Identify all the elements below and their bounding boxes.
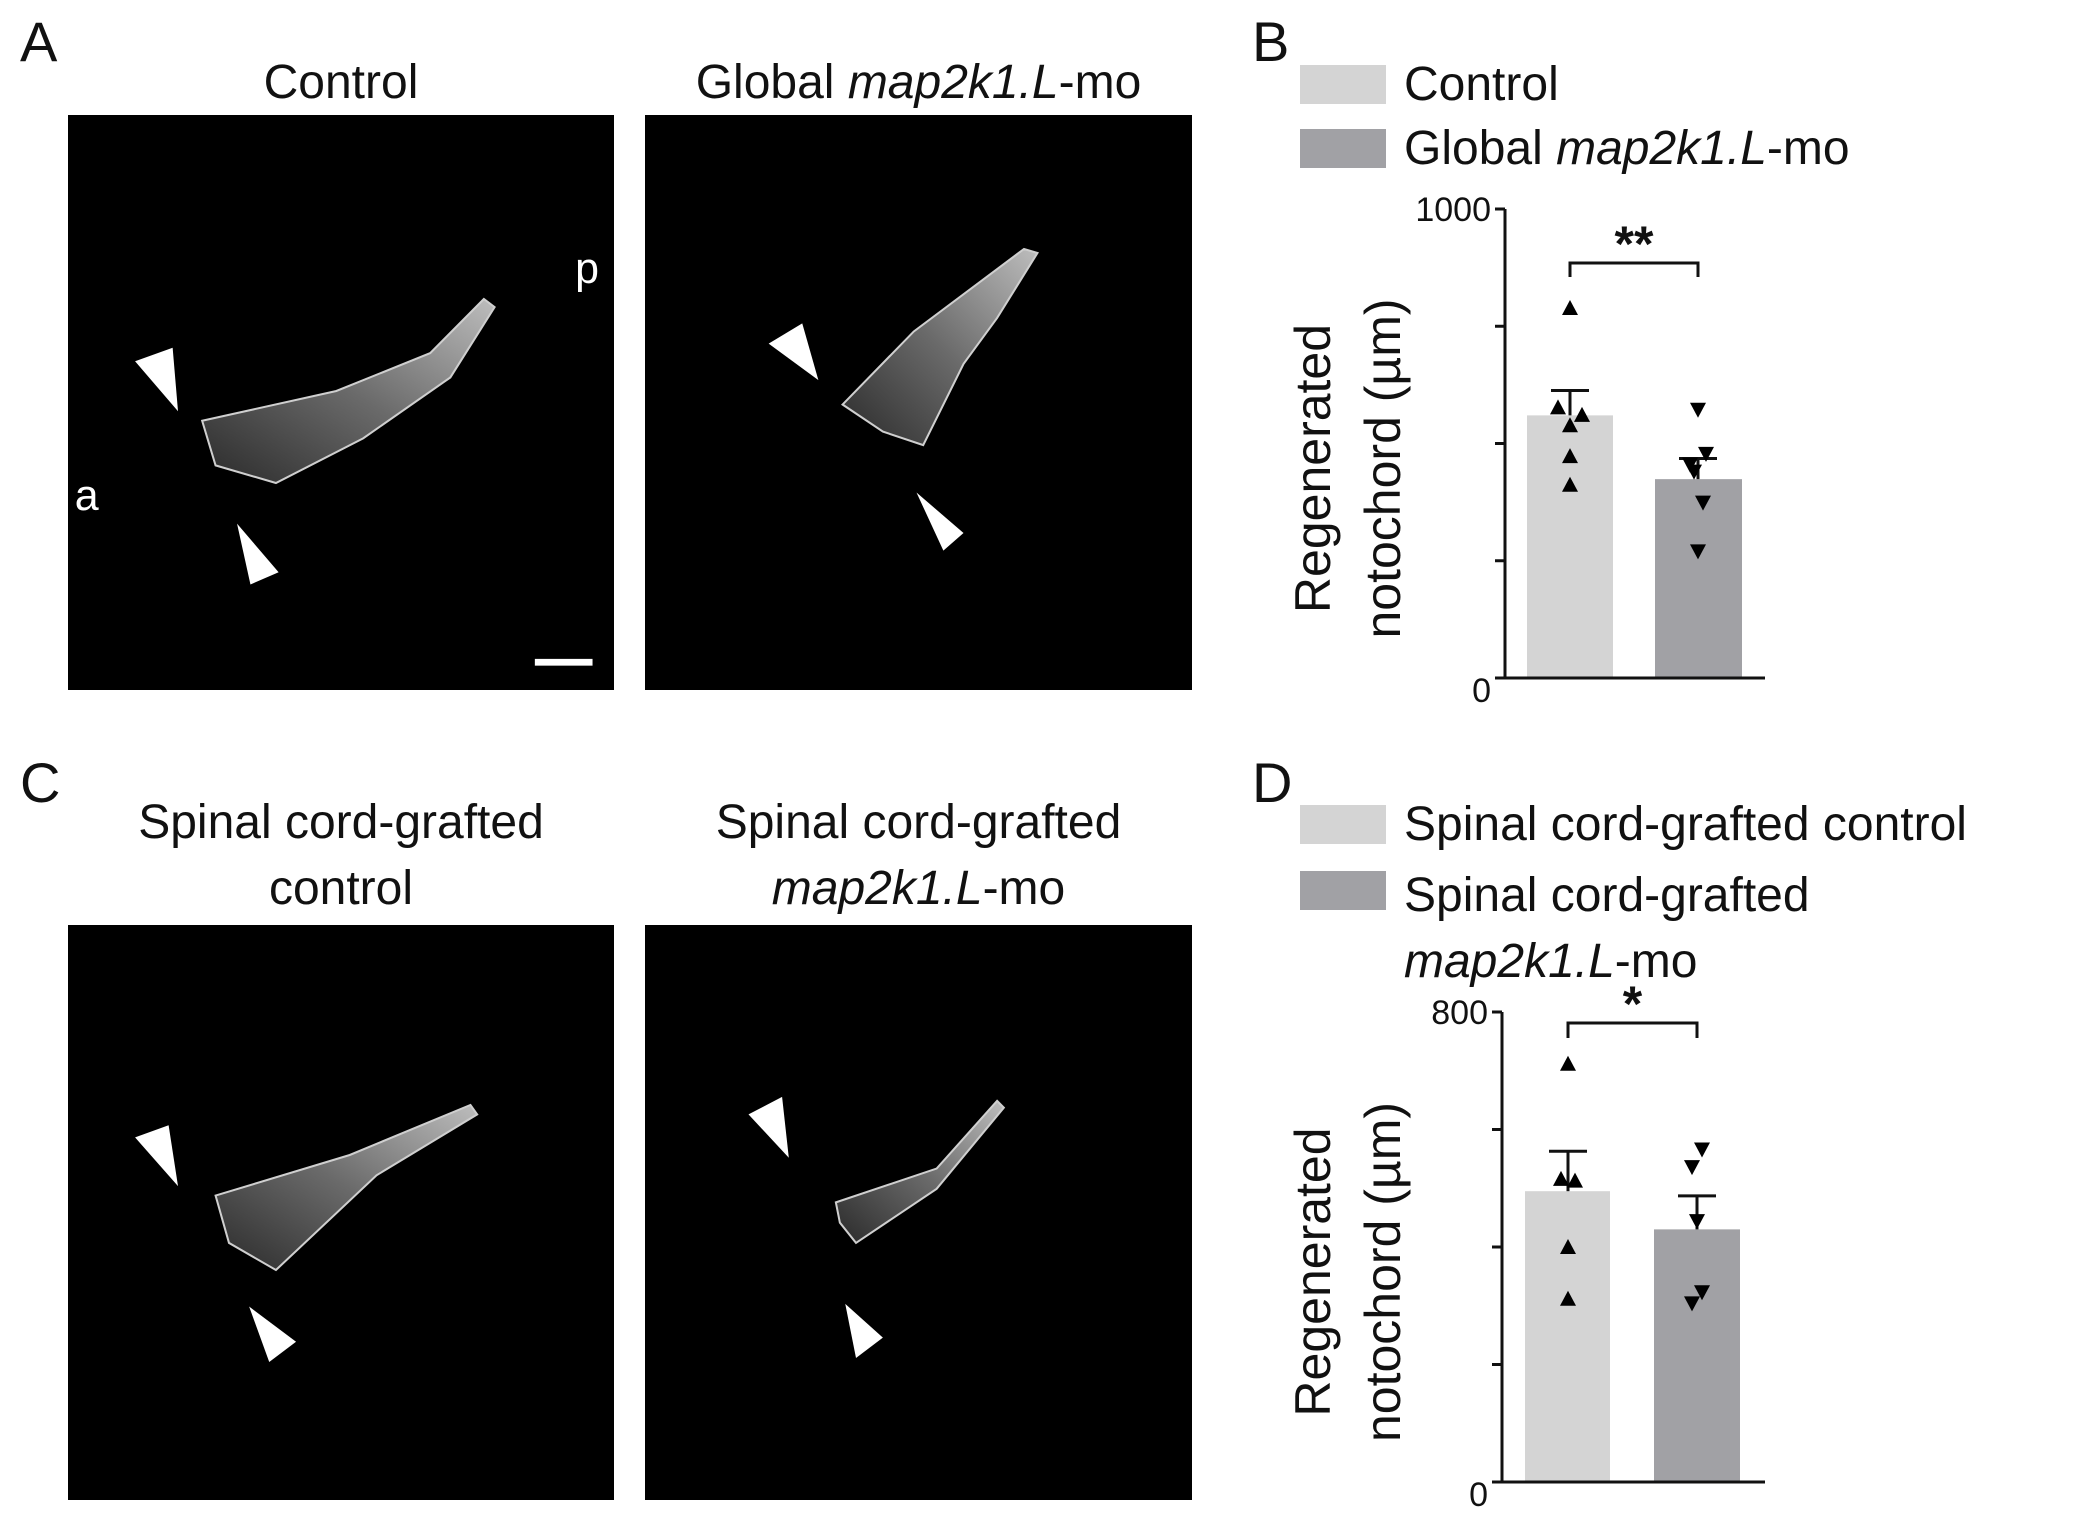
title-line1: Spinal cord-grafted [138, 796, 544, 849]
y-tick-label-min: 0 [1469, 1476, 1488, 1514]
legend-label-grafted-morpholino: Spinal cord-grafted map2k1.L-mo [1404, 863, 1810, 995]
data-point [1567, 1172, 1583, 1188]
data-point [1562, 476, 1578, 492]
data-point [1690, 402, 1706, 418]
legend-suffix: -mo [1766, 122, 1850, 175]
legend-line1: Spinal cord-grafted [1404, 869, 1810, 922]
notochord-signal [840, 247, 1039, 447]
y-axis-label-line1: Regenerated [1285, 1127, 1341, 1416]
data-point [1684, 1160, 1700, 1176]
data-point [1562, 417, 1578, 433]
data-point [1574, 406, 1590, 422]
arrowhead-icon [916, 492, 964, 551]
data-point [1698, 446, 1714, 462]
legend-gene: map2k1.L [1556, 122, 1767, 175]
data-point [1562, 448, 1578, 464]
title-line2: control [268, 862, 414, 915]
y-tick-label-max: 800 [1431, 994, 1488, 1032]
data-point [1690, 544, 1706, 560]
data-point [1694, 1142, 1710, 1158]
title-gene: map2k1.L [847, 56, 1059, 109]
legend-label-control: Control [1404, 58, 1559, 111]
legend-label-morpholino: Global map2k1.L-mo [1404, 121, 1850, 177]
panel-letter-d: D [1252, 751, 1293, 814]
notochord-signal [200, 297, 496, 485]
data-point [1686, 464, 1702, 480]
y-axis-label-line2: notochord (µm) [1355, 298, 1411, 638]
legend-swatch-grafted-morpholino [1300, 871, 1386, 910]
y-tick-label-min: 0 [1472, 672, 1491, 710]
title-line2: map2k1.L-mo [645, 856, 1192, 922]
micrograph-grafted-morpholino [645, 925, 1192, 1500]
legend-line2: map2k1.L-mo [1404, 929, 1810, 995]
notochord-signal [214, 1103, 479, 1272]
legend-swatch-grafted-control [1300, 805, 1386, 844]
panel-c-right-title: Spinal cord-grafted map2k1.L-mo [645, 790, 1192, 922]
bar-morpholino [1655, 479, 1742, 678]
arrowhead-icon [768, 323, 819, 381]
title-prefix: Global [695, 56, 848, 109]
title-gene: map2k1.L [771, 862, 983, 915]
legend-label-grafted-control: Spinal cord-grafted control [1404, 798, 1967, 851]
data-point [1694, 1285, 1710, 1301]
arrowhead-icon [249, 1306, 297, 1362]
micrograph-grafted-control [68, 925, 614, 1500]
panel-a-left-title: Control [263, 56, 419, 109]
micrograph-global-morpholino [645, 115, 1192, 690]
title-suffix: -mo [1058, 56, 1142, 109]
y-axis-label-line1: Regenerated [1285, 324, 1341, 613]
arrowhead-icon [135, 1125, 179, 1187]
panel-a-right-title: Global map2k1.L-mo [645, 50, 1192, 116]
arrowhead-icon [748, 1096, 789, 1158]
data-point [1695, 495, 1711, 511]
panel-letter-a: A [20, 10, 58, 73]
title-suffix: -mo [982, 862, 1066, 915]
arrowhead-icon [845, 1303, 883, 1358]
panel-letter-b: B [1252, 10, 1290, 73]
arrowhead-icon [135, 347, 179, 412]
data-point [1560, 1239, 1576, 1254]
significance-bracket [1566, 1021, 1699, 1038]
legend-prefix: Global [1404, 122, 1557, 175]
bar-morpholino [1654, 1229, 1740, 1482]
notochord-signal [834, 1099, 1006, 1245]
data-point [1689, 1214, 1705, 1230]
title-line1: Spinal cord-grafted [715, 796, 1122, 849]
y-tick-label-max: 1000 [1415, 191, 1491, 229]
data-point [1553, 1170, 1569, 1186]
significance-stars: ** [1615, 216, 1654, 272]
legend-gene: map2k1.L [1404, 935, 1615, 988]
legend-swatch-control [1300, 65, 1386, 104]
panel-letter-c: C [20, 751, 61, 814]
data-point [1560, 1055, 1576, 1071]
anterior-label: a [75, 472, 99, 520]
panel-c-left-title: Spinal cord-grafted control [68, 790, 614, 922]
arrowhead-icon [237, 523, 279, 585]
posterior-label: p [575, 245, 599, 293]
data-point [1684, 1296, 1700, 1312]
legend-suffix: -mo [1614, 935, 1698, 988]
legend-swatch-morpholino [1300, 129, 1386, 168]
significance-bracket [1568, 261, 1700, 277]
scale-bar [534, 658, 593, 666]
bar-control [1525, 1191, 1610, 1482]
data-point [1550, 399, 1566, 415]
y-axis-label-line2: notochord (µm) [1355, 1102, 1411, 1442]
data-point [1560, 1290, 1576, 1306]
significance-stars: * [1623, 976, 1643, 1032]
data-point [1562, 299, 1578, 315]
micrograph-control: a p [68, 115, 614, 690]
